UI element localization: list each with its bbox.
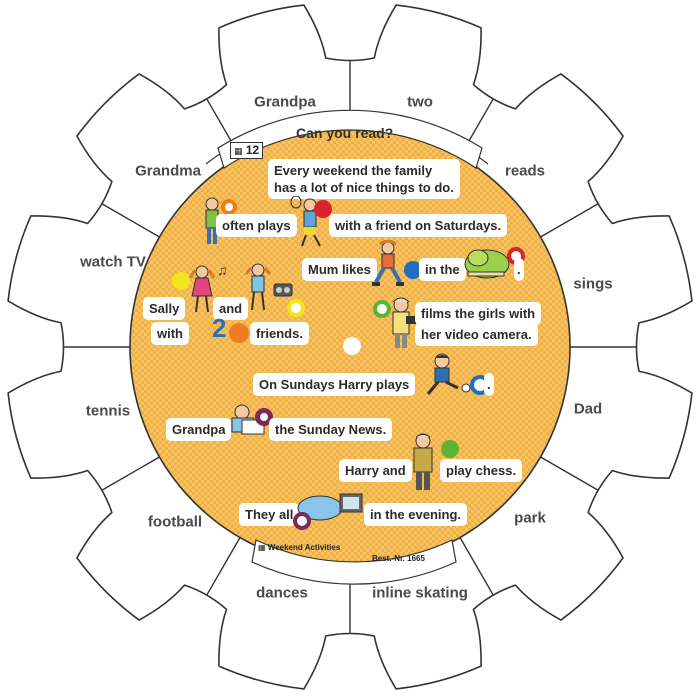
page-title: Can you read? [296,125,394,141]
card-number-text: 12 [245,143,260,157]
dad-figure-icon [413,433,433,490]
sentence-3-part-c: with [151,322,189,345]
wheel-word-tennis: tennis [85,402,131,420]
sentence-5-part-a: On Sundays Harry plays [253,373,416,396]
sentence-6-part-b: the Sunday News. [269,418,393,441]
green-marker[interactable] [441,440,459,458]
center-pin [343,337,361,355]
orange-marker[interactable] [221,199,237,215]
card-icon: ▦ [234,146,243,156]
intro-line-2: has a lot of nice things to do. [274,180,454,195]
sally-dancing-icon [188,265,216,313]
yellow-ring-marker[interactable] [287,299,305,317]
music-note-icon: ♫ [217,262,228,278]
sentence-7-part-b: play chess. [440,459,523,482]
sentence-4-part-b: her video camera. [415,323,538,346]
wheel-divider-line [459,537,494,596]
footer-series: ▦ Weekend Activities [258,543,340,552]
wheel-word-dad: Dad [573,400,603,418]
number-two: 2 [212,313,227,343]
sentence-8-part-b: in the evening. [364,503,468,526]
grandpa-reading-icon [231,404,265,435]
orange-filled-marker[interactable] [229,323,249,343]
sentence-3-part-d: friends. [250,322,309,345]
wheel-word-reads: reads [504,162,546,180]
family-tv-icon [297,493,363,521]
wheel-word-watch-tv: watch TV [80,253,146,271]
sentence-2-part-b: in the [419,258,466,281]
wheel-divider-line [101,456,160,491]
wheel-word-inline-skating: inline skating [372,584,468,602]
wheel-divider-line [101,203,160,238]
wheel-word-two: two [407,93,433,111]
sentence-5-part-b: . [484,373,494,396]
wheel-word-dances: dances [256,584,308,602]
intro-sentence: Every weekend the family has a lot of ni… [268,159,460,199]
harry-football-icon [426,353,471,395]
yellow-marker[interactable] [172,272,190,290]
tennis-player-icon [290,196,321,247]
blue-marker[interactable] [404,261,422,279]
sentence-7-part-a: Harry and [339,459,412,482]
wheel-word-sings: sings [573,275,613,293]
wheel-word-grandma: Grandma [135,162,201,180]
red-marker[interactable] [314,200,332,218]
sentence-8-part-a: They all [239,503,300,526]
green-ring-marker[interactable] [373,300,391,318]
card-number: ▦ 12 [230,142,264,159]
sentence-6-part-a: Grandpa [166,418,232,441]
park-bush-icon [464,249,510,279]
purple-marker[interactable] [255,408,273,426]
sentence-1-part-a: often plays [216,214,297,237]
logo-icon: ▦ [258,543,266,552]
sentence-1-part-b: with a friend on Saturdays. [329,214,508,237]
sentence-4-part-a: films the girls with [415,302,542,325]
sentence-2-part-a: Mum likes [302,258,377,281]
wheel-word-grandpa: Grandpa [254,93,316,111]
wheel-divider-line [540,203,599,238]
wheel-word-park: park [514,509,546,527]
sentence-3-part-b: and [213,297,249,320]
purple-ring-marker[interactable] [293,512,311,530]
sentence-3-part-a: Sally [143,297,186,320]
footer-band [251,539,457,585]
wheel-divider-line [540,456,599,491]
title-band [217,109,483,169]
wheel-divider-line [206,537,241,596]
footer-order-number: Best.-Nr. 1665 [372,554,425,563]
wheel-word-football: football [147,513,203,531]
boy-figure-icon [205,197,219,244]
sentence-2-part-c: . [514,258,524,281]
skater-woman-icon [372,240,404,286]
grandma-camera-icon [392,297,416,348]
footer-series-text: Weekend Activities [267,543,341,552]
girl-singing-icon [244,263,293,311]
intro-line-1: Every weekend the family [274,163,433,178]
